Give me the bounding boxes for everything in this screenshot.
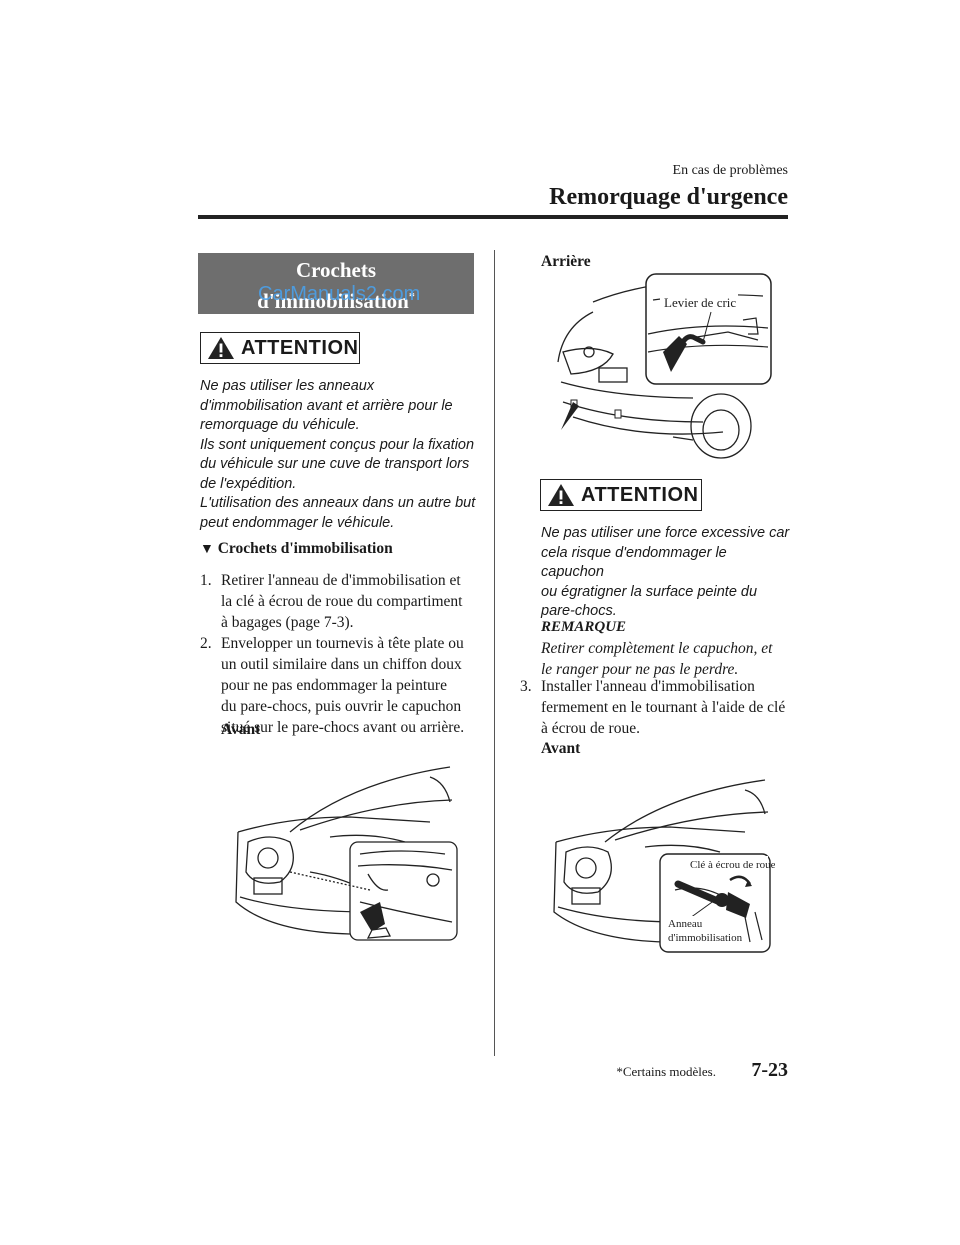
attention-1-line: L'utilisation des anneaux dans un autre … [200,495,476,511]
step-number: 2. [200,635,212,652]
step-2-line: situé sur le pare-chocs avant ou arrière… [221,719,465,736]
remarque-line: le ranger pour ne pas le perdre. [541,661,739,678]
attention-2-line: cela risque d'endommager le capuchon [541,544,727,581]
label-avant-1: Avant [221,721,261,738]
ring-callout-label-2: d'immobilisation [668,932,743,944]
key-callout-label: Clé à écrou de roue [690,859,775,871]
figure-rear-bumper-cap: Levier de cric [557,273,772,459]
step-number: 1. [200,572,212,589]
attention-1-line: remorquage du véhicule. [200,417,360,433]
banner-line-2: d'immobilisation [257,289,409,313]
remarque-body: Retirer complètement le capuchon, et le … [541,638,791,680]
banner-line-1: Crochets [295,258,377,282]
step-2-line: un outil similaire dans un chiffon doux [221,656,462,673]
attention-2-line: ou égratigner la surface peinte du [541,583,758,600]
step-1-line: la clé à écrou de roue du compartiment [221,593,463,610]
step-2: 2. Envelopper un tournevis à tête plate … [200,633,485,743]
step-2-line: pour ne pas endommager la peinture [221,677,447,694]
attention-1-line: Ils sont uniquement conçus pour la fixat… [200,436,475,453]
warning-triangle-icon [208,337,234,359]
banner-asterisk: * [408,289,415,303]
rear-callout-label: Levier de cric [664,295,736,310]
step-3-line: à écrou de roue. [541,720,640,737]
step-3: 3. Installer l'anneau d'immobilisation f… [520,676,792,742]
remarque-title: REMARQUE [541,619,627,635]
column-divider [494,250,495,1056]
running-header-title: Remorquage d'urgence [549,184,788,210]
attention-2-line: pare-chocs. [541,603,617,619]
attention-1-line: Ne pas utiliser les anneaux [200,378,375,394]
watermark-text: CarManuals2.com [258,283,421,305]
step-1-line: Retirer l'anneau de d'immobilisation et [221,572,461,589]
page-number: 7-23 [751,1059,788,1081]
attention-label-2: ATTENTION [581,483,699,506]
attention-1-line: de l'expédition. [200,475,297,492]
footer-note: *Certains modèles. [616,1064,716,1079]
step-3-line: fermement en le tournant à l'aide de clé [541,699,786,716]
step-1-line: à bagages (page 7-3). [221,614,354,631]
figure-front-bumper-cap [235,766,458,941]
attention-2-line: Ne pas utiliser une force excessive car [541,525,790,541]
attention-1-line: du véhicule sur une cuve de transport lo… [200,456,470,472]
header-rule [198,215,788,219]
running-header-section: En cas de problèmes [672,163,788,178]
step-number: 3. [520,678,532,695]
attention-text-2: Ne pas utiliser une force excessive car … [541,524,791,622]
subheading: ▼ Crochets d'immobilisation [200,540,393,558]
section-banner: Crochets d'immobilisation* [198,253,474,314]
warning-triangle-icon [548,484,574,506]
attention-1-line: peut endommager le véhicule. [200,514,395,531]
step-2-line: du pare-chocs, puis ouvrir le capuchon [221,698,462,715]
attention-1-line: d'immobilisation avant et arrière pour l… [200,397,453,414]
attention-label-1: ATTENTION [241,336,359,359]
subheading-text: Crochets d'immobilisation [217,540,393,557]
label-avant-2: Avant [541,740,581,757]
ring-callout-label-1: Anneau [668,918,703,930]
triangle-down-icon: ▼ [200,542,214,557]
attention-box-1: ATTENTION [200,332,360,364]
step-3-line: Installer l'anneau d'immobilisation [541,678,755,695]
remarque-line: Retirer complètement le capuchon, et [541,640,773,657]
attention-box-2: ATTENTION [540,479,702,511]
attention-text-1: Ne pas utiliser les anneaux d'immobilisa… [200,377,485,533]
step-1: 1. Retirer l'anneau de d'immobilisation … [200,570,485,636]
label-arriere: Arrière [541,253,591,270]
step-2-line: Envelopper un tournevis à tête plate ou [221,635,464,652]
figure-towing-hook-install: Clé à écrou de roue Anneau d'immobilisat… [553,779,775,953]
